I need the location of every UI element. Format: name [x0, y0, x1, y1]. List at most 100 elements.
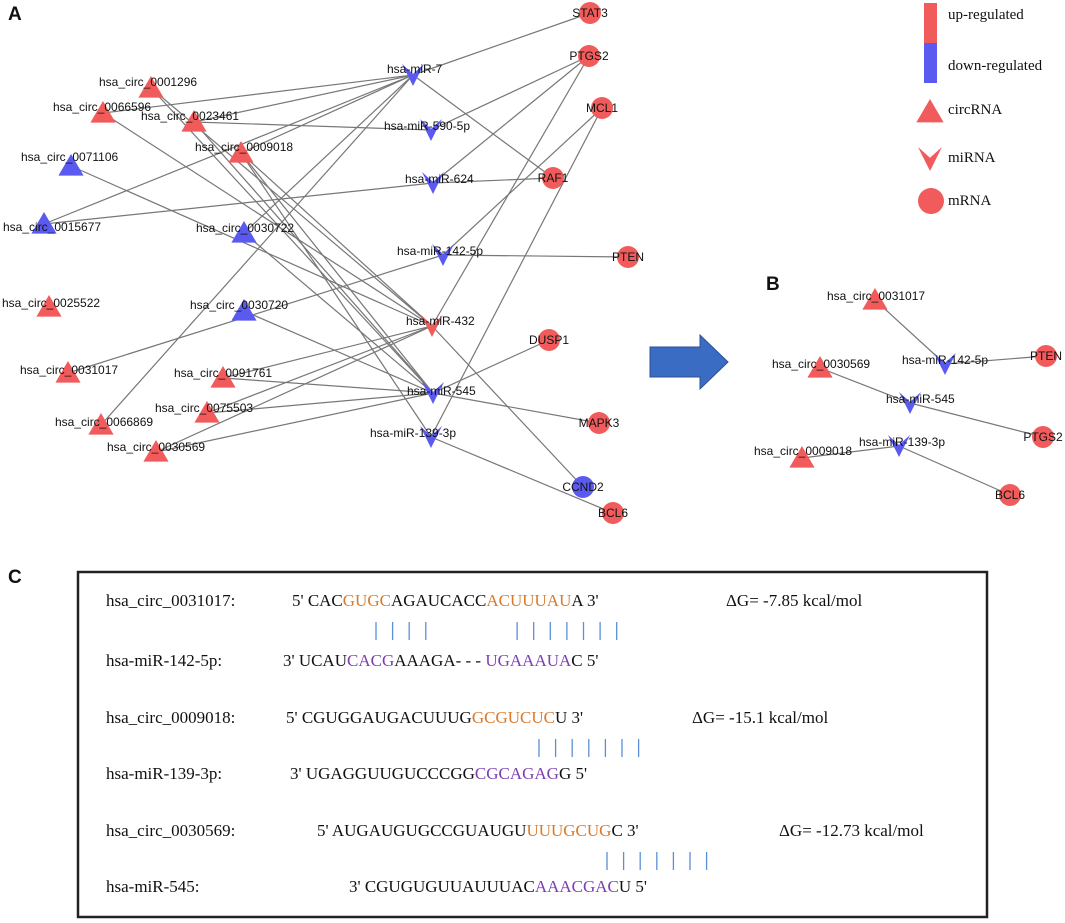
a-node-c6596: hsa_circ_0066596 — [53, 100, 151, 123]
a-edge-m142-mcl1 — [442, 107, 603, 256]
a-edge-c5677-m624 — [43, 182, 434, 225]
mrna-circle-icon — [579, 2, 601, 24]
a-node-c5677: hsa_circ_0015677 — [3, 212, 101, 234]
b-edge-bm545-bptgs2 — [909, 402, 1044, 438]
a-edge-c0722-m7 — [243, 74, 414, 234]
circ-sequence: 5' AUGAUGUGCCGUAUGUUUUGCUGC 3' — [317, 821, 639, 840]
b-edge-bm139-bbcl6 — [898, 445, 1011, 496]
a-edge-c0569-m545 — [155, 392, 434, 453]
a-node-label: hsa_circ_0066869 — [55, 415, 153, 429]
b-node-b1017: hsa_circ_0031017 — [827, 288, 925, 310]
a-node-label: PTGS2 — [569, 49, 609, 63]
a-node-label: hsa-miR-142-5p — [397, 244, 483, 258]
a-edge-c9018-m139 — [240, 152, 432, 438]
mirna-chevron-icon — [402, 64, 424, 86]
a-edge-c1106-m432 — [70, 165, 433, 327]
a-node-bcl6: BCL6 — [598, 502, 628, 524]
legend-item-miRNA: miRNA — [918, 147, 996, 171]
b-node-label: hsa_circ_0030569 — [772, 357, 870, 371]
legend-label: circRNA — [948, 102, 1002, 118]
circ-sequence: 5' CGUGGAUGACUUUGGCGUCUCU 3' — [286, 708, 583, 727]
delta-g-value: ΔG= -15.1 kcal/mol — [692, 708, 828, 727]
a-edge-c5677-m7 — [43, 74, 414, 225]
panel-a-edges — [43, 12, 629, 514]
a-node-mapk3: MAPK3 — [579, 412, 620, 434]
a-node-c0720: hsa_circ_0030720 — [190, 298, 288, 321]
legend-item-circRNA: circRNA — [916, 99, 1002, 123]
a-node-label: CCND2 — [562, 480, 604, 494]
b-node-label: PTGS2 — [1023, 430, 1063, 444]
panel-b-edges — [801, 299, 1047, 496]
circ-name: hsa_circ_0009018: — [106, 708, 235, 727]
a-node-c0722: hsa_circ_0030722 — [196, 221, 294, 243]
a-node-label: hsa_circ_0023461 — [141, 109, 239, 123]
legend-label: down-regulated — [948, 58, 1043, 74]
delta-g-value: ΔG= -12.73 kcal/mol — [779, 821, 924, 840]
a-node-ccnd2: CCND2 — [562, 476, 604, 498]
circ-name: hsa_circ_0030569: — [106, 821, 235, 840]
circrna-triangle-icon — [789, 446, 815, 468]
a-edge-m7-stat3 — [412, 12, 591, 76]
panel-c-letter: C — [8, 567, 22, 588]
a-node-label: hsa_circ_0030722 — [196, 221, 294, 235]
a-edge-c0722-m545 — [243, 232, 434, 394]
a-node-label: RAF1 — [538, 171, 569, 185]
a-edge-c6596-m432 — [102, 112, 433, 327]
b-edge-b9018-bm139 — [801, 445, 900, 459]
b-node-label: hsa_circ_0009018 — [754, 444, 852, 458]
a-edge-c1761-m432 — [222, 325, 433, 379]
mirna-chevron-icon — [422, 172, 444, 194]
a-edge-m139-bcl6 — [430, 436, 614, 514]
a-node-label: PTEN — [612, 250, 644, 264]
mirna-chevron-icon — [899, 392, 921, 414]
mrna-circle-icon — [538, 329, 560, 351]
legend-item-mRNA: mRNA — [918, 188, 992, 214]
mirna-chevron-icon — [420, 426, 442, 448]
a-edge-c1017-m142 — [67, 254, 444, 374]
circrna-triangle-icon — [181, 110, 207, 132]
legend-chevron-icon — [918, 147, 942, 171]
a-node-label: hsa-miR-590-5p — [384, 119, 470, 133]
a-edge-c3461-m7 — [193, 74, 414, 123]
a-edge-m624-ptgs2 — [432, 55, 590, 184]
panel-a-nodes: hsa_circ_0001296hsa_circ_0066596hsa_circ… — [2, 2, 644, 524]
a-node-label: hsa_circ_0030569 — [107, 440, 205, 454]
circrna-triangle-icon — [90, 101, 116, 123]
mirna-name: hsa-miR-139-3p: — [106, 764, 222, 783]
legend-item-up-regulated: up-regulated — [924, 3, 1024, 43]
a-node-c1017: hsa_circ_0031017 — [20, 361, 118, 383]
b-node-bptgs2: PTGS2 — [1023, 426, 1063, 448]
a-node-label: STAT3 — [572, 6, 608, 20]
b-node-bm545: hsa-miR-545 — [886, 392, 955, 414]
panel-a-letter: A — [8, 4, 22, 25]
a-node-c1296: hsa_circ_0001296 — [99, 75, 197, 98]
mirna-chevron-icon — [421, 315, 443, 337]
mirna-name: hsa-miR-545: — [106, 877, 200, 896]
mrna-circle-icon — [617, 246, 639, 268]
mrna-circle-icon — [572, 476, 594, 498]
circrna-triangle-icon — [88, 413, 114, 435]
mirna-chevron-icon — [432, 244, 454, 266]
legend-color-swatch — [924, 3, 937, 43]
a-node-m545: hsa-miR-545 — [407, 382, 476, 404]
a-node-label: DUSP1 — [529, 333, 569, 347]
b-node-label: PTEN — [1030, 349, 1062, 363]
circrna-triangle-icon — [228, 141, 254, 163]
b-node-label: hsa-miR-142-5p — [902, 353, 988, 367]
a-node-label: hsa_circ_0031017 — [20, 363, 118, 377]
mirna-sequence: 3' UCAUCACGAAAGA- - - UGAAAUAC 5' — [283, 651, 598, 670]
a-node-label: hsa-miR-432 — [406, 314, 475, 328]
mrna-circle-icon — [591, 97, 613, 119]
legend-color-swatch — [924, 43, 937, 83]
a-node-label: MAPK3 — [579, 416, 620, 430]
sequence-pair-1: hsa_circ_0031017:5' CACGUGCAGAUCACCACUUU… — [106, 591, 862, 670]
a-edge-m432-ptgs2 — [431, 55, 590, 327]
a-node-pten: PTEN — [612, 246, 644, 268]
circrna-triangle-icon — [194, 401, 220, 423]
panel-c-box — [76, 570, 989, 919]
a-edge-c0720-m545 — [243, 310, 434, 394]
b-node-bpten: PTEN — [1030, 345, 1062, 367]
a-node-label: hsa_circ_0075503 — [155, 401, 253, 415]
